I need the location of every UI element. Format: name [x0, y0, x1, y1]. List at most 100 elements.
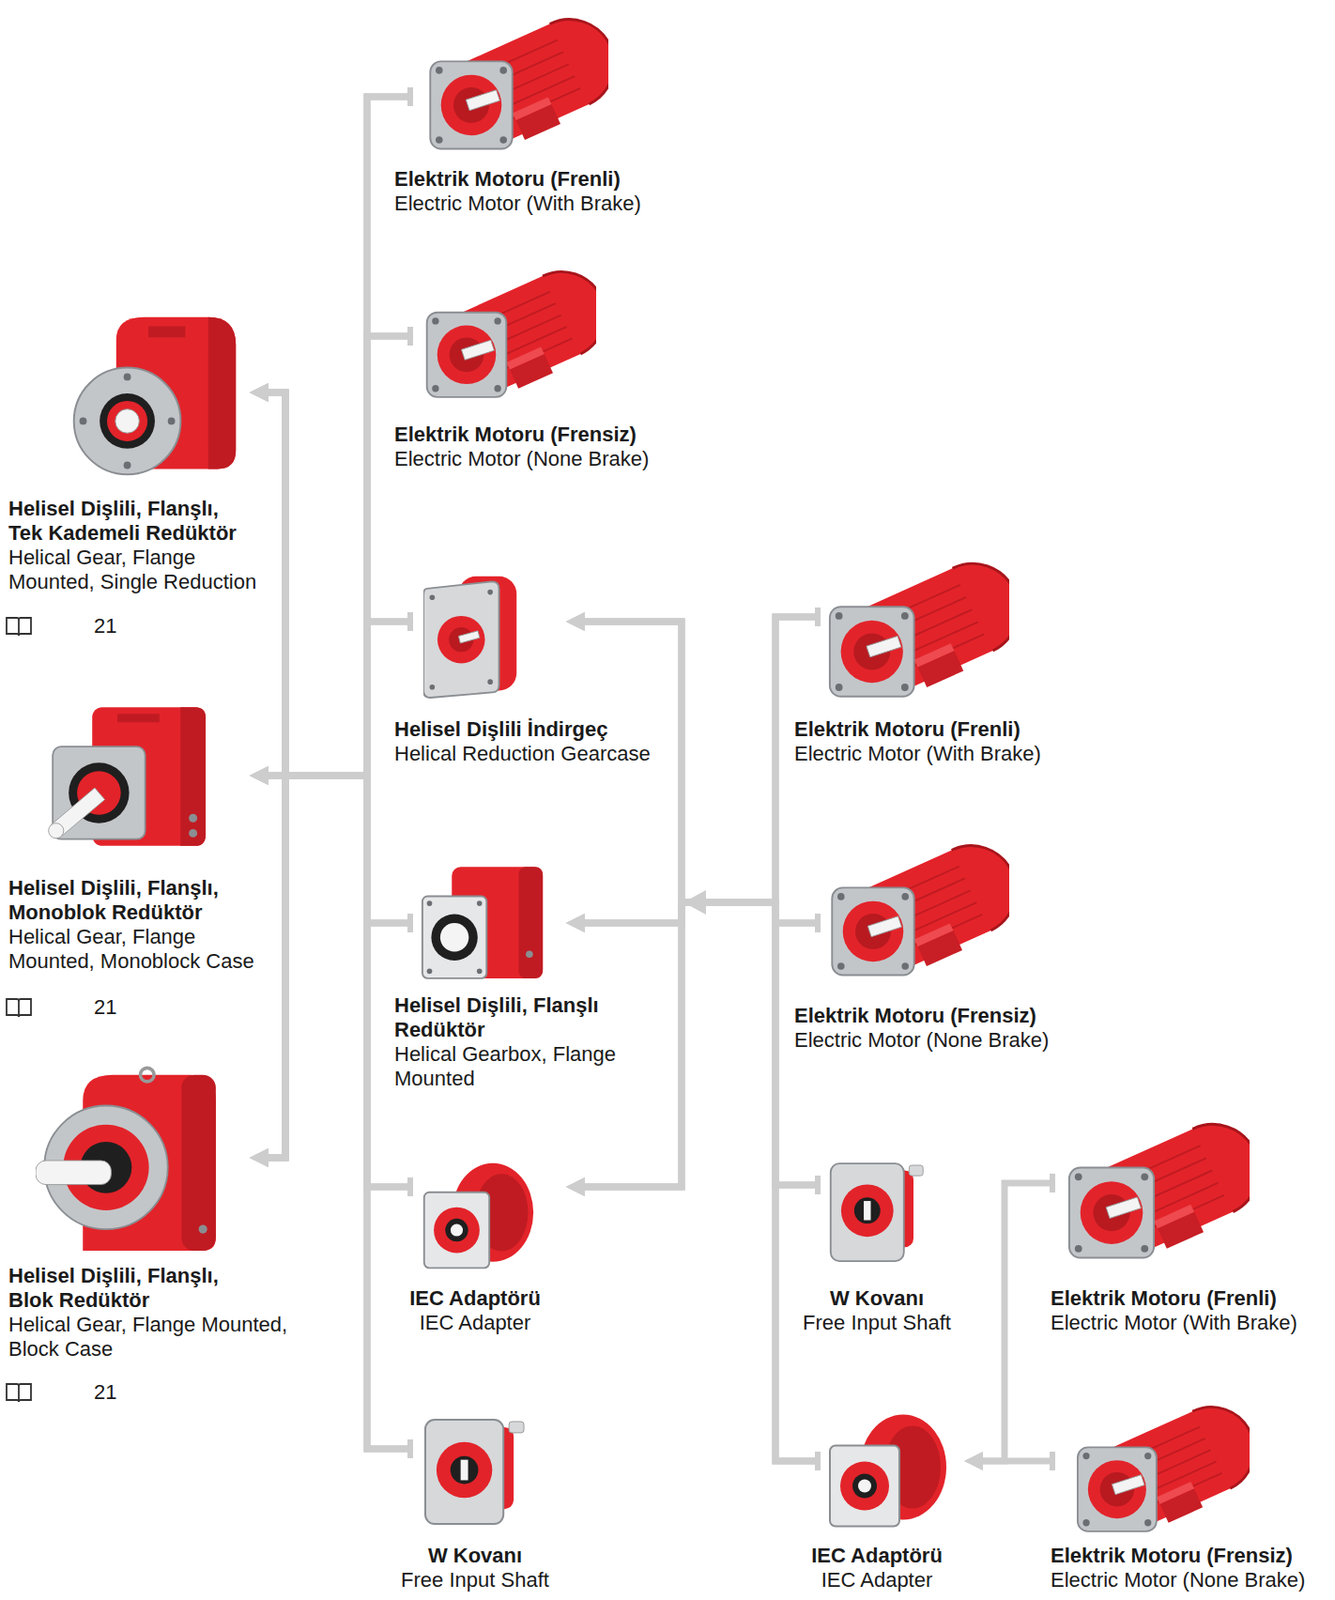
- connector-line: [268, 392, 414, 1449]
- connector-line: [268, 392, 414, 923]
- input-shaft-picture: [425, 1419, 524, 1524]
- connector-tee: [814, 1451, 821, 1471]
- arrowhead: [566, 1177, 585, 1197]
- motor-picture: [427, 271, 606, 397]
- caption: Helisel Dişlili, Flanşlı, Blok RedüktörH…: [8, 1263, 309, 1362]
- connector: [249, 766, 414, 1458]
- caption-turkish: Elektrik Motoru (Frenli): [1050, 1286, 1298, 1311]
- connector: [249, 766, 414, 1197]
- connector-tee: [407, 913, 414, 933]
- connector-line: [584, 902, 821, 1461]
- caption-english: Free Input Shaft: [362, 1567, 588, 1593]
- connector: [964, 1173, 1056, 1471]
- connector-tee: [407, 612, 414, 631]
- connector: [566, 902, 821, 933]
- connector-line: [268, 392, 414, 1187]
- connector-line: [268, 96, 414, 776]
- connector: [249, 383, 414, 776]
- caption: Elektrik Motoru (Frensiz)Electric Motor …: [794, 1003, 1049, 1053]
- arrowhead: [566, 913, 585, 933]
- arrowhead: [249, 766, 269, 785]
- connector-tee: [1049, 1173, 1056, 1193]
- arrowhead: [249, 383, 269, 402]
- connector-line: [268, 336, 414, 1158]
- connector-line: [584, 902, 821, 1461]
- product-node: Elektrik Motoru (Frensiz)Electric Motor …: [413, 260, 601, 414]
- gearbox-picture: [422, 866, 543, 979]
- arrowhead: [566, 1177, 585, 1197]
- product-node: W KovanıFree Input Shaft: [413, 1407, 531, 1540]
- connector-line: [268, 775, 414, 1158]
- connector-line: [584, 616, 821, 923]
- connector-tee: [407, 326, 414, 346]
- connector: [566, 612, 821, 1471]
- caption-turkish: Helisel Dişlili, Flanşlı Redüktör: [394, 993, 634, 1043]
- connector-tee: [407, 1439, 414, 1458]
- caption-english: Free Input Shaft: [764, 1310, 990, 1335]
- caption-english: Electric Motor (None Brake): [1050, 1567, 1305, 1593]
- connector-line: [584, 902, 821, 1187]
- connector: [249, 326, 414, 1167]
- caption: Elektrik Motoru (Frensiz)Electric Motor …: [394, 422, 649, 472]
- connector-tee: [814, 1451, 821, 1471]
- caption: W KovanıFree Input Shaft: [362, 1543, 588, 1593]
- book-icon: [6, 1383, 31, 1402]
- caption-turkish: Helisel Dişlili, Flanşlı, Tek Kademeli R…: [8, 496, 249, 546]
- connector-line: [268, 775, 414, 1187]
- caption-english: Helical Gearbox, Flange Mounted: [394, 1042, 634, 1091]
- caption-turkish: IEC Adaptörü: [362, 1286, 588, 1311]
- connector-line: [268, 775, 414, 923]
- connector-tee: [407, 87, 414, 107]
- arrowhead: [566, 1177, 585, 1197]
- arrowhead: [249, 383, 269, 402]
- product-node: Elektrik Motoru (Frenli)Electric Motor (…: [1055, 1111, 1250, 1275]
- connector: [249, 383, 414, 1458]
- connector-line: [584, 902, 821, 1185]
- caption: Helisel Dişlili İndirgeçHelical Reductio…: [394, 717, 651, 767]
- motor-picture: [831, 845, 1016, 976]
- page-reference: 21: [93, 1380, 117, 1405]
- arrowhead: [249, 1148, 269, 1167]
- arrowhead: [566, 612, 585, 631]
- motor-picture: [429, 19, 614, 150]
- product-node: Helisel Dişlili, Flanşlı, Monoblok Redük…: [46, 693, 250, 867]
- connector-tee: [407, 612, 414, 631]
- connector-tee: [814, 1175, 821, 1195]
- caption-turkish: Elektrik Motoru (Frensiz): [394, 422, 649, 447]
- caption-english: Electric Motor (With Brake): [794, 741, 1042, 767]
- connector-tee: [814, 1451, 821, 1471]
- reducer-picture: [48, 706, 206, 846]
- connector-tee: [407, 1439, 414, 1458]
- product-node: Elektrik Motoru (Frenli)Electric Motor (…: [413, 15, 611, 158]
- arrowhead: [249, 1148, 269, 1167]
- connector-line: [268, 621, 414, 776]
- caption-english: Helical Reduction Gearcase: [394, 741, 651, 767]
- connector-tee: [407, 326, 414, 346]
- book-icon: [6, 998, 31, 1017]
- connector-tee: [814, 607, 821, 627]
- connector-line: [268, 392, 414, 776]
- connector: [249, 383, 414, 933]
- caption-turkish: Elektrik Motoru (Frensiz): [1050, 1543, 1305, 1568]
- caption-english: Helical Gear, Flange Mounted, Single Red…: [8, 545, 272, 595]
- caption-english: IEC Adapter: [764, 1567, 990, 1593]
- arrowhead: [249, 766, 269, 785]
- caption: IEC AdaptörüIEC Adapter: [362, 1286, 588, 1335]
- arrowhead: [964, 1451, 983, 1471]
- caption-english: Helical Gear, Flange Mounted, Block Case: [8, 1312, 309, 1362]
- connector: [249, 612, 414, 785]
- arrowhead: [249, 766, 269, 785]
- caption-english: IEC Adapter: [362, 1310, 588, 1335]
- adapter-picture: [829, 1414, 947, 1527]
- page-reference: 21: [93, 995, 117, 1020]
- connector-line: [584, 902, 821, 1187]
- caption: W KovanıFree Input Shaft: [764, 1286, 990, 1335]
- connector-line: [268, 336, 414, 776]
- connector-tee: [407, 913, 414, 933]
- arrowhead: [566, 913, 585, 933]
- connector-tee: [814, 607, 821, 627]
- input-shaft-picture: [830, 1163, 923, 1261]
- connector: [964, 1451, 1056, 1471]
- caption-english: Electric Motor (None Brake): [794, 1028, 1049, 1053]
